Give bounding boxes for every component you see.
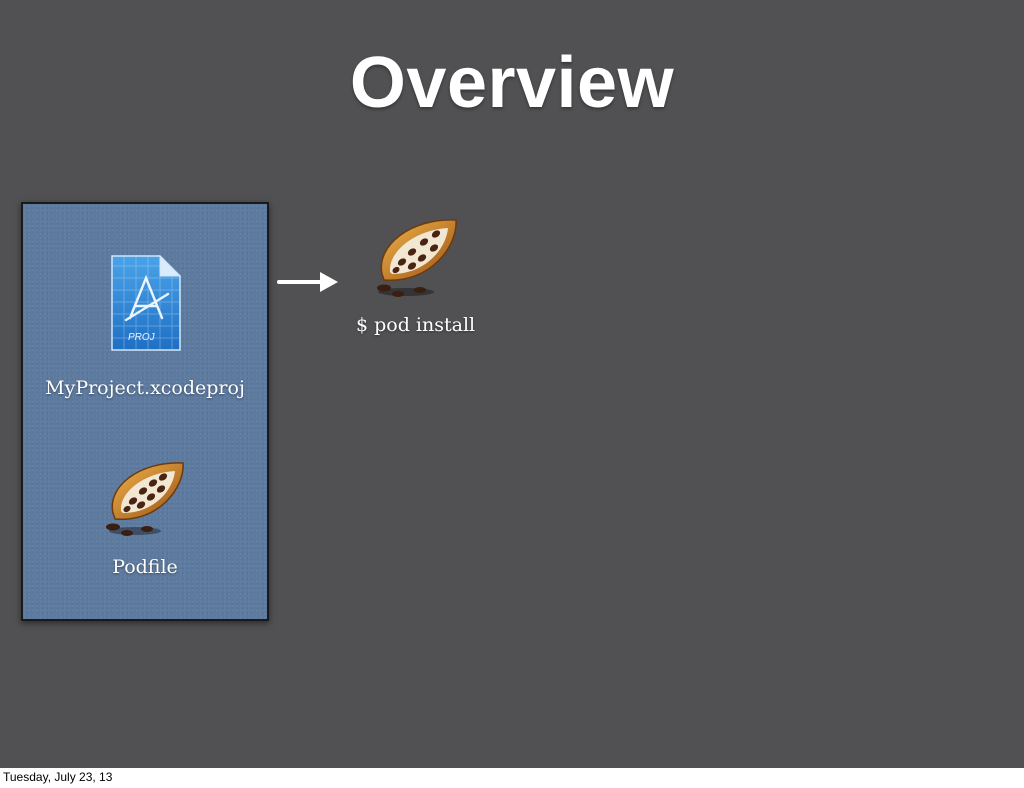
cocoapod-icon (366, 212, 462, 307)
xcodeproj-file-icon: PROJ (108, 254, 182, 357)
file-name-xcodeproj: MyProject.xcodeproj (45, 377, 245, 399)
pod-install-step: $ pod install (352, 212, 482, 342)
cocoapod-icon (97, 457, 193, 546)
slide: Overview (0, 0, 1024, 768)
pod-install-command: $ pod install (356, 314, 476, 336)
file-item-podfile[interactable]: Podfile (23, 457, 267, 578)
footer-bar: Tuesday, July 23, 13 (0, 768, 1024, 788)
file-name-podfile: Podfile (112, 556, 178, 578)
finder-window: PROJ MyProject.xcodeproj (21, 202, 269, 621)
right-arrow-icon (276, 268, 342, 296)
svg-text:PROJ: PROJ (128, 332, 156, 343)
slide-title: Overview (349, 43, 675, 123)
file-item-xcodeproj[interactable]: PROJ MyProject.xcodeproj (23, 254, 267, 399)
footer-date: Tuesday, July 23, 13 (3, 770, 113, 784)
